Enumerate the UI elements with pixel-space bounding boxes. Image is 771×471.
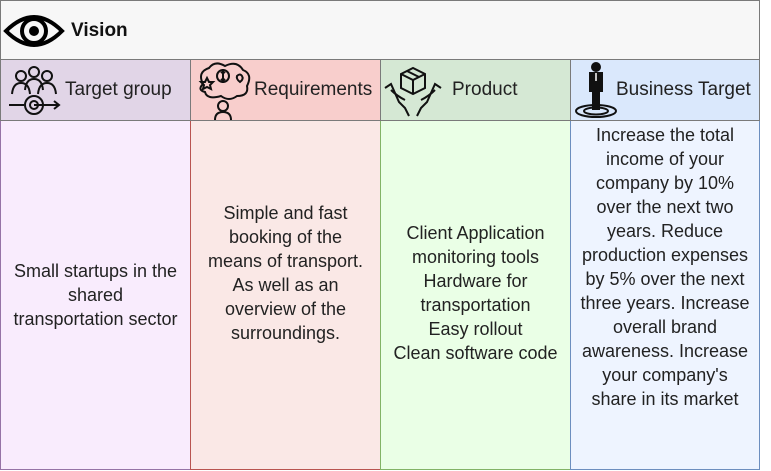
product-body: Client Application monitoring tools Hard… <box>380 121 571 470</box>
business-target-header: Business Target <box>570 60 760 121</box>
text-line: overall brand <box>612 317 718 337</box>
product-header: Product <box>380 60 571 121</box>
text-line: your company's <box>602 365 728 385</box>
business-target-label: Business Target <box>616 79 751 100</box>
eye-icon <box>3 9 65 53</box>
text-line: Easy rollout <box>428 319 523 339</box>
text-line: Increase the total <box>595 125 735 145</box>
text-line: monitoring tools <box>411 247 540 267</box>
business-target-icon <box>574 61 618 119</box>
requirements-header: Requirements <box>190 60 381 121</box>
text-line: Small startups in the <box>13 261 178 281</box>
text-line: Simple and fast <box>223 203 348 223</box>
text-line: share in its market <box>591 389 739 409</box>
text-line: production expenses <box>581 245 749 265</box>
target-group-text: Small startups in the shared transportat… <box>13 259 177 331</box>
text-line: transportation <box>420 295 531 315</box>
target-group-label: Target group <box>65 79 172 100</box>
text-line: company by 10% <box>595 173 735 193</box>
requirements-text: Simple and fast booking of the means of … <box>208 201 363 345</box>
product-label: Product <box>452 79 518 100</box>
text-line: means of transport. <box>207 251 364 271</box>
text-line: Hardware for <box>423 271 528 291</box>
text-line: surroundings. <box>230 323 341 343</box>
vision-header: Vision <box>0 0 760 60</box>
text-line: Clean software code <box>393 343 558 363</box>
text-line: by 5% over the next <box>585 269 745 289</box>
text-line: As well as an <box>232 275 339 295</box>
text-line: booking of the <box>228 227 343 247</box>
requirements-icon <box>193 62 253 120</box>
target-group-header: Target group <box>0 60 191 121</box>
text-line: shared <box>67 285 124 305</box>
requirements-body: Simple and fast booking of the means of … <box>190 121 381 470</box>
target-group-body: Small startups in the shared transportat… <box>0 121 191 470</box>
text-line: overview of the <box>224 299 347 319</box>
text-line: three years. Increase <box>580 293 750 313</box>
text-line: Client Application <box>406 223 545 243</box>
text-line: income of your <box>605 149 725 169</box>
product-icon <box>383 62 443 118</box>
text-line: awareness. Increase <box>581 341 749 361</box>
text-line: transportation sector <box>13 309 178 329</box>
product-text: Client Application monitoring tools Hard… <box>393 221 557 365</box>
text-line: over the next two <box>596 197 734 217</box>
business-target-text: Increase the total income of your compan… <box>580 123 749 411</box>
text-line: years. Reduce <box>606 221 724 241</box>
business-target-body: Increase the total income of your compan… <box>570 121 760 470</box>
target-group-icon <box>4 64 62 118</box>
vision-title: Vision <box>71 20 128 41</box>
requirements-label: Requirements <box>254 79 373 100</box>
